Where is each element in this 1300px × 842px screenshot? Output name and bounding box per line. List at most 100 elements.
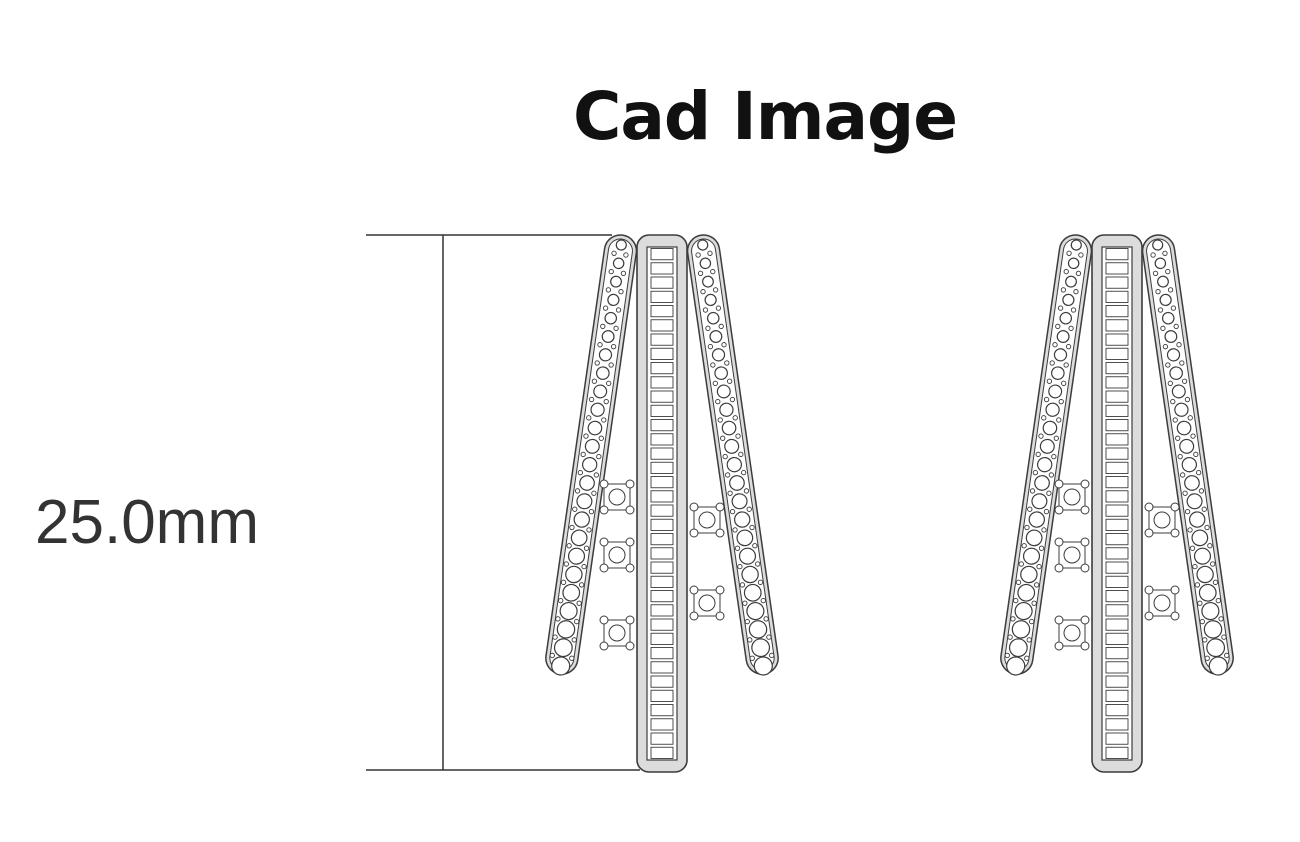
prong	[618, 289, 624, 295]
round-stone	[573, 511, 590, 528]
baguette-stone	[650, 262, 674, 275]
round-stone	[553, 638, 573, 658]
round-stone	[1067, 257, 1080, 270]
round-stone	[736, 529, 754, 547]
round-stone	[689, 585, 699, 595]
prong	[1073, 289, 1079, 295]
prong	[1204, 655, 1210, 661]
round-stone	[698, 511, 716, 529]
round-stone	[1062, 293, 1075, 307]
prong	[574, 488, 581, 494]
prong	[1043, 508, 1050, 515]
prong	[1056, 417, 1062, 423]
round-stone	[1171, 384, 1186, 399]
stone-cluster	[599, 615, 635, 651]
prong	[1162, 250, 1168, 256]
prong	[1184, 396, 1191, 403]
round-stone	[1152, 239, 1164, 251]
round-stone	[706, 311, 720, 325]
baguette-stone	[1105, 476, 1129, 489]
prong	[734, 545, 741, 551]
round-stone	[1048, 384, 1063, 399]
round-stone	[1206, 638, 1226, 658]
prong	[596, 453, 602, 460]
prong	[1215, 597, 1221, 604]
stone-cluster	[599, 479, 635, 515]
round-stone	[1014, 601, 1033, 621]
round-stone	[551, 656, 571, 676]
prong	[749, 655, 755, 661]
round-stone	[1203, 620, 1223, 639]
round-stone	[711, 348, 726, 362]
baguette-stone	[1105, 704, 1129, 717]
round-stone	[1154, 257, 1167, 270]
stone-cluster	[689, 502, 725, 538]
prong	[695, 252, 701, 258]
baguette-stone	[650, 390, 674, 403]
baguette-stone	[1105, 732, 1129, 745]
round-stone	[1054, 563, 1064, 573]
prong	[1176, 342, 1182, 348]
prong	[1190, 433, 1196, 439]
prong	[598, 435, 604, 441]
prong	[752, 543, 758, 549]
prong	[1221, 634, 1227, 640]
prong	[732, 527, 738, 533]
baguette-stone	[1105, 419, 1129, 432]
prong	[560, 579, 567, 585]
baguette-stone	[650, 704, 674, 717]
baguette-stone	[1105, 504, 1129, 517]
prong	[763, 616, 769, 622]
prong	[1167, 380, 1173, 386]
baguette-stone	[1105, 533, 1129, 546]
prong	[1173, 323, 1179, 330]
round-stone	[625, 537, 635, 547]
baguette-stone	[1105, 319, 1129, 332]
round-stone	[726, 456, 743, 473]
round-stone	[1063, 546, 1081, 564]
round-stone	[1039, 438, 1055, 454]
round-stone	[625, 505, 635, 515]
prong	[715, 305, 722, 311]
baguette-stone	[650, 561, 674, 574]
prong	[1068, 325, 1074, 331]
round-stone	[1170, 611, 1180, 621]
prong	[718, 323, 724, 330]
baguette-stone	[650, 433, 674, 446]
prong	[555, 616, 561, 622]
baguette-stone	[1105, 347, 1129, 360]
baguette-stone	[1105, 433, 1129, 446]
cluster-frame	[603, 619, 631, 647]
round-stone	[1144, 611, 1154, 621]
round-stone	[731, 493, 748, 510]
prong	[1194, 582, 1201, 588]
prong	[737, 563, 743, 570]
round-stone	[1161, 311, 1175, 325]
prong	[1157, 307, 1164, 313]
round-stone	[593, 384, 608, 399]
baguette-stone	[650, 661, 674, 674]
prong	[749, 524, 755, 531]
baguette-stone	[650, 347, 674, 360]
prong	[569, 655, 575, 661]
round-stone	[689, 502, 699, 512]
prong	[710, 268, 716, 275]
prong	[588, 396, 595, 403]
page-title: Cad Image	[572, 78, 958, 155]
prong	[586, 527, 592, 533]
prong	[721, 342, 727, 348]
baguette-stone	[1105, 590, 1129, 603]
round-stone	[608, 488, 626, 506]
left-pave-bar	[1000, 234, 1093, 676]
round-stone	[709, 330, 723, 344]
round-stone	[1022, 547, 1041, 565]
baguette-stone	[650, 376, 674, 389]
round-stone	[1054, 615, 1064, 625]
round-stone	[1170, 528, 1180, 538]
round-stone	[1196, 565, 1214, 584]
prong	[720, 435, 726, 441]
prong	[1004, 652, 1010, 659]
round-stone	[598, 348, 613, 362]
round-stone	[719, 402, 734, 417]
cluster-frame	[693, 589, 721, 617]
